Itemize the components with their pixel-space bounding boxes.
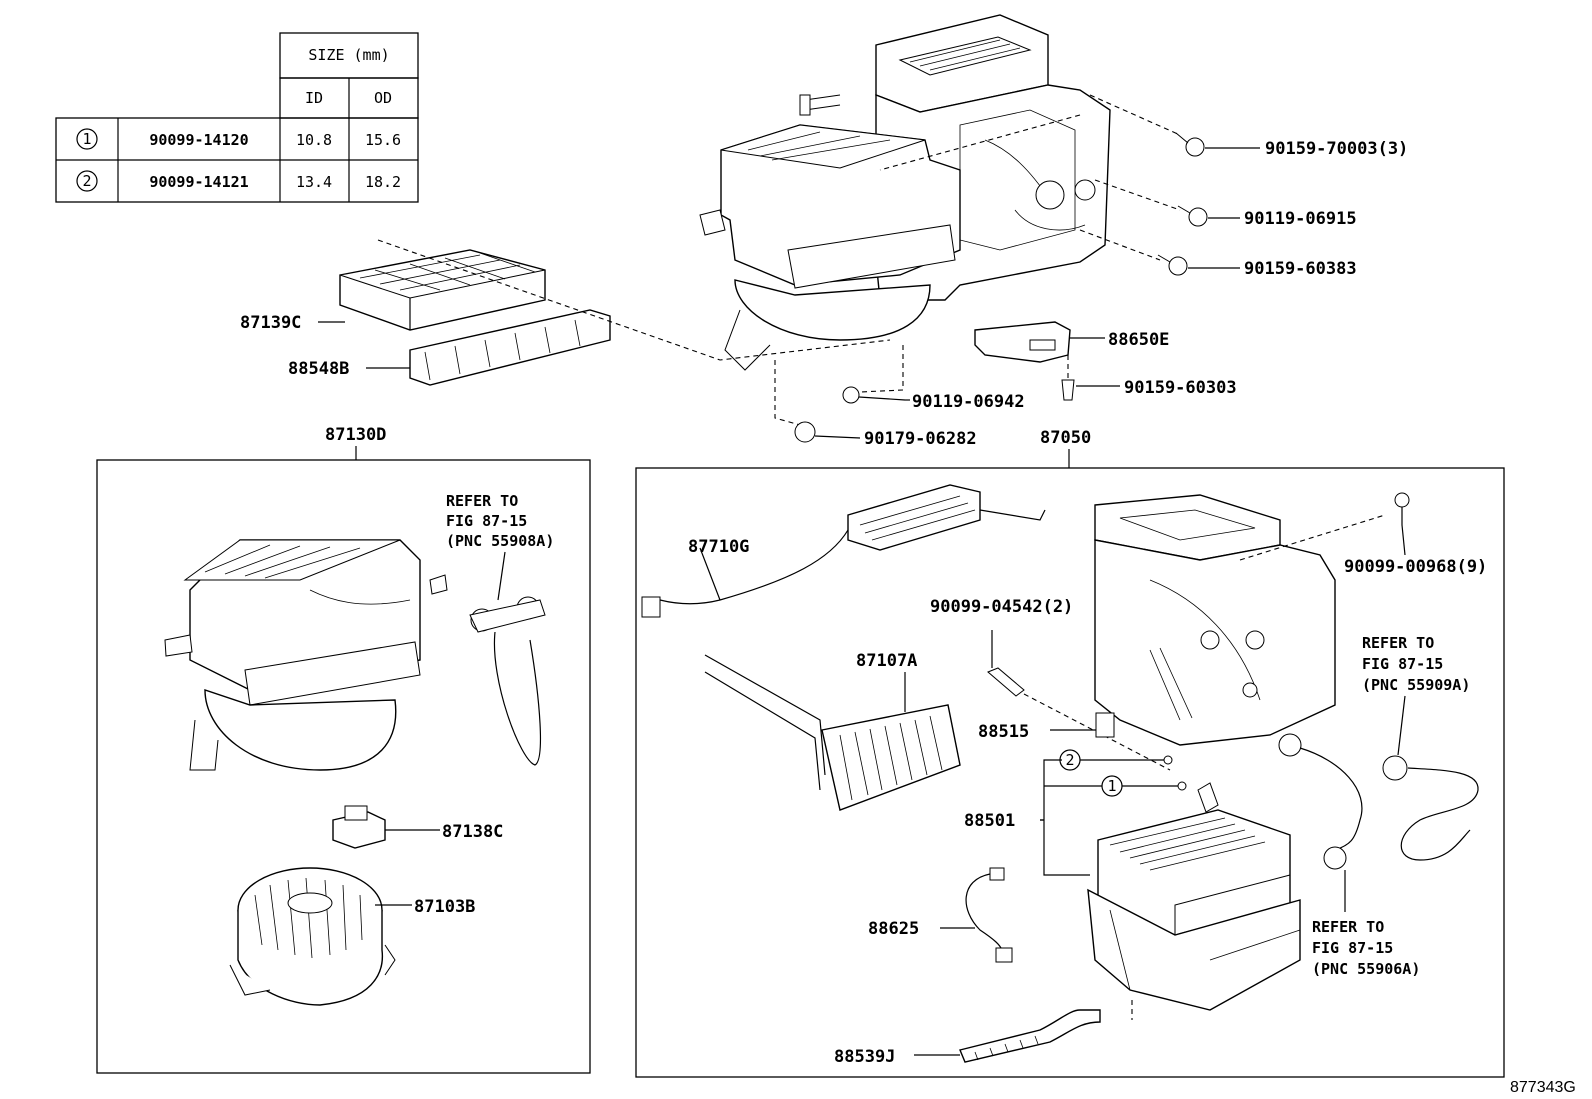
resistor-87138c xyxy=(332,805,440,849)
refer-right-bottom-line2: FIG 87-15 xyxy=(1312,939,1393,957)
actuator-55908a xyxy=(469,596,546,766)
row-1-mark: 1 xyxy=(82,130,91,148)
expansion-valve-88515 xyxy=(1050,712,1115,738)
label-88625: 88625 xyxy=(868,919,919,939)
label-88650e: 88650E xyxy=(1108,330,1169,350)
refer-right-bottom-line3: (PNC 55906A) xyxy=(1312,960,1420,978)
label-87130d: 87130D xyxy=(325,425,386,445)
size-table-col-id: ID xyxy=(305,89,323,107)
label-90119-06942: 90119-06942 xyxy=(912,392,1025,412)
label-87107a: 87107A xyxy=(856,651,917,671)
hvac-case-87050 xyxy=(1094,494,1386,746)
refer-left-line2: FIG 87-15 xyxy=(446,512,527,530)
label-87138c: 87138C xyxy=(442,822,503,842)
fastener-group-top xyxy=(879,94,1260,276)
refer-right-top-line3: (PNC 55909A) xyxy=(1362,676,1470,694)
filter-dashed-guide xyxy=(377,239,891,361)
figure-id: 877343G xyxy=(1510,1079,1576,1096)
row-1-part: 90099-14120 xyxy=(149,131,248,149)
evaporator-88501: 2 1 xyxy=(1040,749,1301,1011)
filter-frame-88548b xyxy=(409,309,611,386)
row-2-mark-circle xyxy=(76,170,98,192)
actuator-55906a xyxy=(1278,733,1363,912)
wire-harness-87710g xyxy=(641,484,1046,618)
fastener-group-bottom xyxy=(774,345,910,443)
label-88515: 88515 xyxy=(978,722,1029,742)
heater-core-87107a xyxy=(704,654,961,811)
drain-hose-88539j xyxy=(914,1000,1133,1063)
row-1-mark-circle xyxy=(76,128,98,150)
screw-90099-00968 xyxy=(1394,492,1410,556)
box-87130d xyxy=(96,459,591,1074)
row-1-od: 15.6 xyxy=(365,131,401,149)
label-90099-04542: 90099-04542(2) xyxy=(930,597,1073,617)
box-87050 xyxy=(635,467,1505,1078)
label-90179-06282: 90179-06282 xyxy=(864,429,977,449)
label-90119-06915: 90119-06915 xyxy=(1244,209,1357,229)
blower-case-87130d xyxy=(164,539,448,771)
bracket-88650e xyxy=(974,321,1120,401)
label-90159-70003: 90159-70003(3) xyxy=(1265,139,1408,159)
label-87710g: 87710G xyxy=(688,537,749,557)
refer-right-top-line1: REFER TO xyxy=(1362,634,1434,652)
row-2-id: 13.4 xyxy=(296,173,332,191)
hvac-unit-assembly xyxy=(699,14,1111,371)
label-88548b: 88548B xyxy=(288,359,349,379)
refer-left-line3: (PNC 55908A) xyxy=(446,532,554,550)
label-87103b: 87103B xyxy=(414,897,475,917)
blower-motor-87103b xyxy=(229,867,412,1006)
label-87139c: 87139C xyxy=(240,313,301,333)
label-90159-60383: 90159-60383 xyxy=(1244,259,1357,279)
row-2-part: 90099-14121 xyxy=(149,173,248,191)
label-88501: 88501 xyxy=(964,811,1015,831)
size-table-header: SIZE (mm) xyxy=(308,46,389,64)
label-88539j: 88539J xyxy=(834,1047,895,1067)
row-1-id: 10.8 xyxy=(296,131,332,149)
row-2-od: 18.2 xyxy=(365,173,401,191)
refer-right-bottom-line1: REFER TO xyxy=(1312,918,1384,936)
size-table-col-od: OD xyxy=(374,89,392,107)
row-2-mark: 2 xyxy=(82,172,91,190)
refer-right-top-line2: FIG 87-15 xyxy=(1362,655,1443,673)
label-87050: 87050 xyxy=(1040,428,1091,448)
mark-2: 2 xyxy=(1065,751,1074,769)
sensor-88625 xyxy=(940,867,1013,963)
actuator-55909a xyxy=(1382,695,1479,861)
size-table: SIZE (mm) ID OD 1 90099-14120 10.8 15.6 … xyxy=(55,32,419,203)
filter-87139c xyxy=(339,249,546,331)
mark-1: 1 xyxy=(1107,777,1116,795)
label-90099-00968: 90099-00968(9) xyxy=(1344,557,1487,577)
refer-left-line1: REFER TO xyxy=(446,492,518,510)
label-90159-60303: 90159-60303 xyxy=(1124,378,1237,398)
